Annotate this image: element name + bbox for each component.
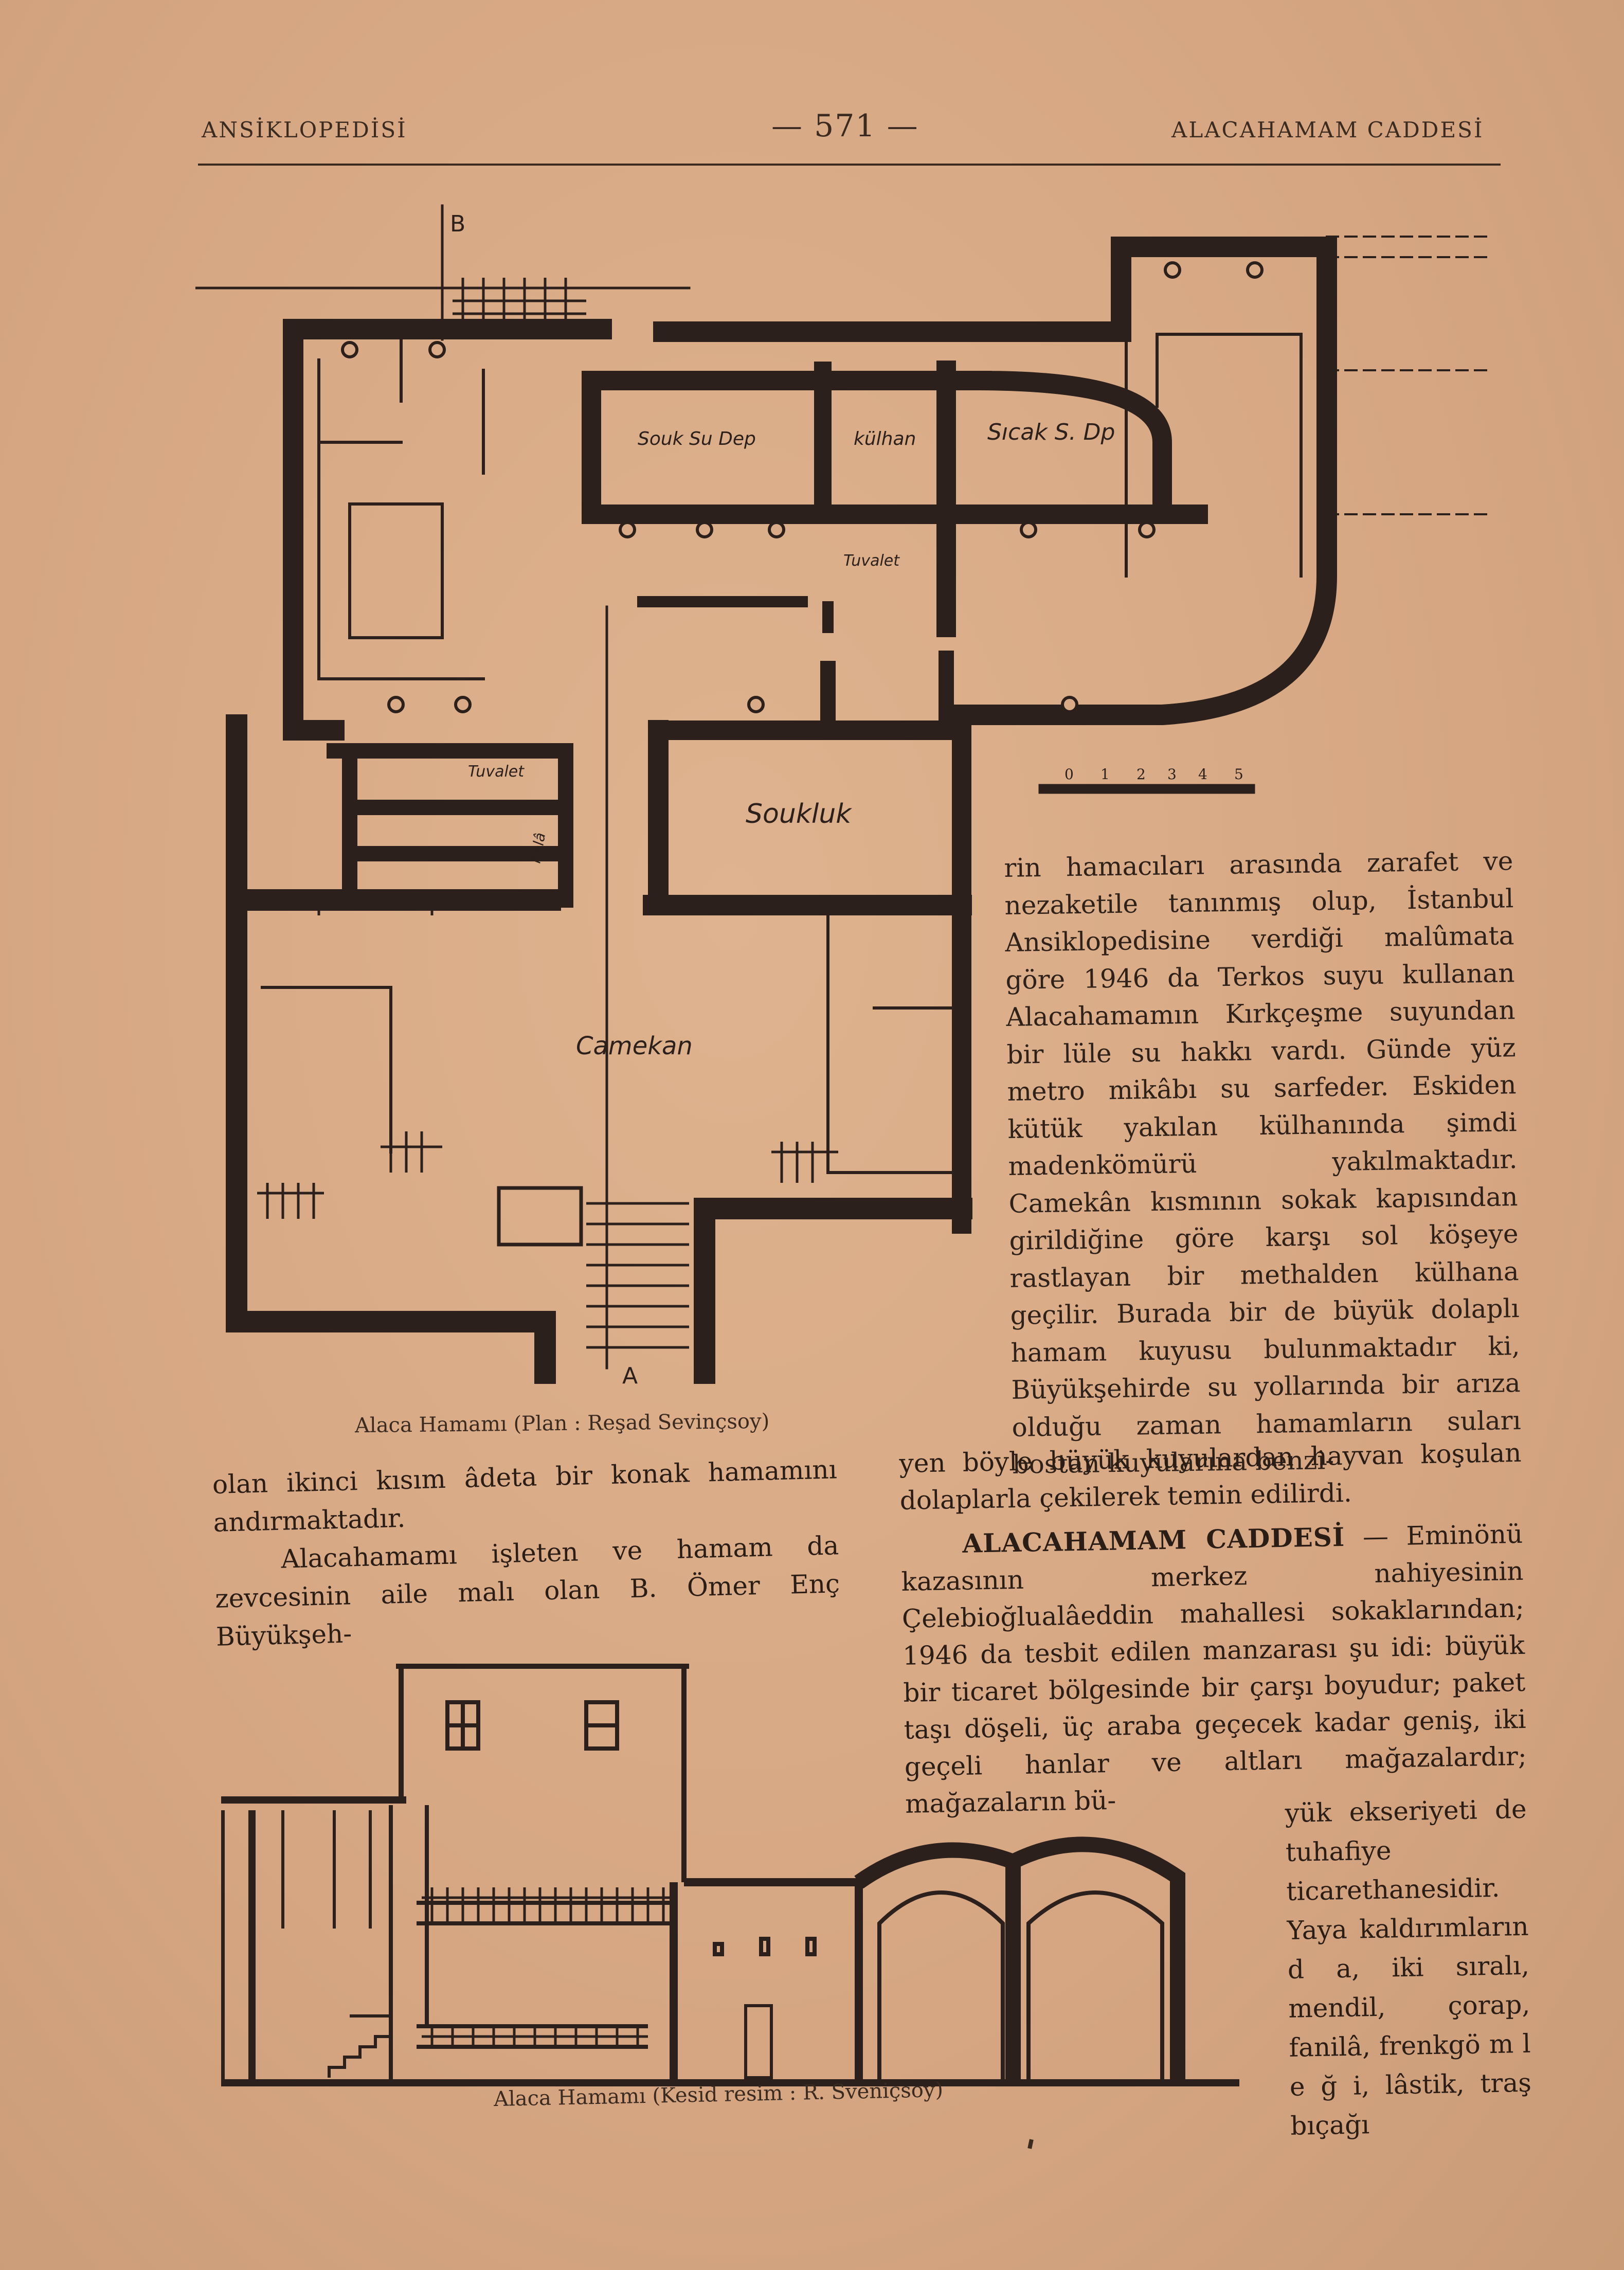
section-vent [759, 1937, 770, 1956]
plan-label-hot-water: Sıcak S. Dp [987, 419, 1115, 445]
scale-tick: 0 [1064, 766, 1074, 783]
plan-niche [619, 521, 636, 538]
section-railing [422, 1887, 674, 1923]
plan-label-toilet-upper: Tuvalet [843, 552, 900, 570]
scale-tick: 5 [1234, 766, 1243, 783]
body-paragraph: yen böyle büyük kuyulardan hayvan koşula… [899, 1437, 1522, 1516]
plan-niche [1246, 261, 1264, 279]
section-wall [389, 1805, 429, 2083]
plan-line [261, 898, 958, 1174]
plan-mark-a: A [622, 1363, 638, 1389]
plan-wall [648, 720, 971, 1234]
plan-line [1125, 333, 1303, 578]
plan-stairs [771, 1142, 838, 1183]
plan-niche [1061, 696, 1078, 713]
section-railing [422, 2026, 648, 2047]
plan-niche [341, 341, 358, 358]
plan-label-toilet-lower: Tuvalet [468, 763, 525, 781]
plan-niche [428, 341, 446, 358]
scale-bar: 0 1 2 3 4 5 [1038, 766, 1255, 794]
plan-wall [582, 370, 1208, 524]
entry-heading: ALACAHAMAM CADDESİ [962, 1521, 1345, 1559]
plan-label-soukluk: Soukluk [746, 799, 852, 830]
plan-stairs [453, 278, 586, 319]
plan-stairs [309, 895, 442, 915]
section-window [447, 1702, 478, 1749]
plan-wall [820, 651, 954, 738]
section-arch [854, 1836, 1185, 2083]
section-line [417, 1901, 674, 2049]
plan-wall [653, 237, 1337, 499]
plan-wall [637, 596, 834, 633]
plan-mark-b: B [450, 211, 465, 237]
scale-tick: 1 [1100, 766, 1110, 783]
section-wall [281, 1810, 372, 1929]
plan-stairs [586, 1202, 689, 1349]
section-wall [221, 1796, 406, 2083]
plan-niche [1020, 521, 1037, 538]
floor-plan-drawing: Souk Su Dep külhan Sıcak S. Dp Tuvalet T… [195, 204, 1492, 1389]
plan-line [317, 333, 485, 680]
plan-stairs [257, 1183, 324, 1219]
plan-wall [643, 720, 972, 915]
scale-tick: 3 [1167, 766, 1177, 783]
plan-wall [226, 714, 561, 1384]
plan-line [497, 1186, 583, 1247]
section-drawing [221, 1664, 1239, 2086]
section-wall [396, 1664, 689, 1882]
plan-label-cold-water: Souk Su Dep [638, 428, 756, 449]
left-column-text: olan ikinci kısım âdeta bir konak hamamı… [212, 1450, 841, 1656]
narrow-text-block: yük ekseriyeti de tuhafiye ticarethanesi… [1285, 1794, 1532, 2141]
plan-niche [1138, 521, 1156, 538]
plan-niche [768, 521, 785, 538]
plan-niche [454, 696, 472, 713]
plan-line [1326, 236, 1492, 515]
body-paragraph: rin hamacıları arasında zarafet ve nezak… [1004, 846, 1521, 1480]
plan-niche [696, 521, 713, 538]
header-rule [198, 164, 1501, 166]
plan-wall [283, 319, 612, 741]
plan-wall [694, 1198, 972, 1384]
scale-tick: 4 [1198, 766, 1207, 783]
plan-caption: Alaca Hamamı (Plan : Reşad Sevinçsoy) [354, 1409, 770, 1438]
running-header-left: ANSİKLOPEDİSİ [202, 117, 407, 142]
section-stairs [328, 1995, 392, 2078]
section-arch [877, 1890, 1164, 2083]
plan-niche [387, 696, 405, 713]
page-number: — 571 — [771, 108, 919, 144]
section-vent [805, 1937, 817, 1956]
plan-stairs [381, 1131, 442, 1173]
scale-tick: 2 [1136, 766, 1146, 783]
body-paragraph: olan ikinci kısım âdeta bir konak hamamı… [212, 1454, 838, 1538]
plan-label-camekan: Camekan [576, 1032, 693, 1060]
plan-label-kulhan: külhan [854, 428, 916, 449]
running-header-right: ALACAHAMAM CADDESİ [1171, 117, 1484, 142]
section-wall [670, 1878, 863, 2083]
plan-wall [327, 743, 573, 908]
plan-wall [941, 478, 1337, 725]
plan-niche [747, 696, 765, 713]
plan-niche [1164, 261, 1181, 279]
section-line [744, 2004, 773, 2079]
section-vent [713, 1942, 724, 1956]
right-column-text: rin hamacıları arasında zarafet ve nezak… [1004, 842, 1522, 1483]
